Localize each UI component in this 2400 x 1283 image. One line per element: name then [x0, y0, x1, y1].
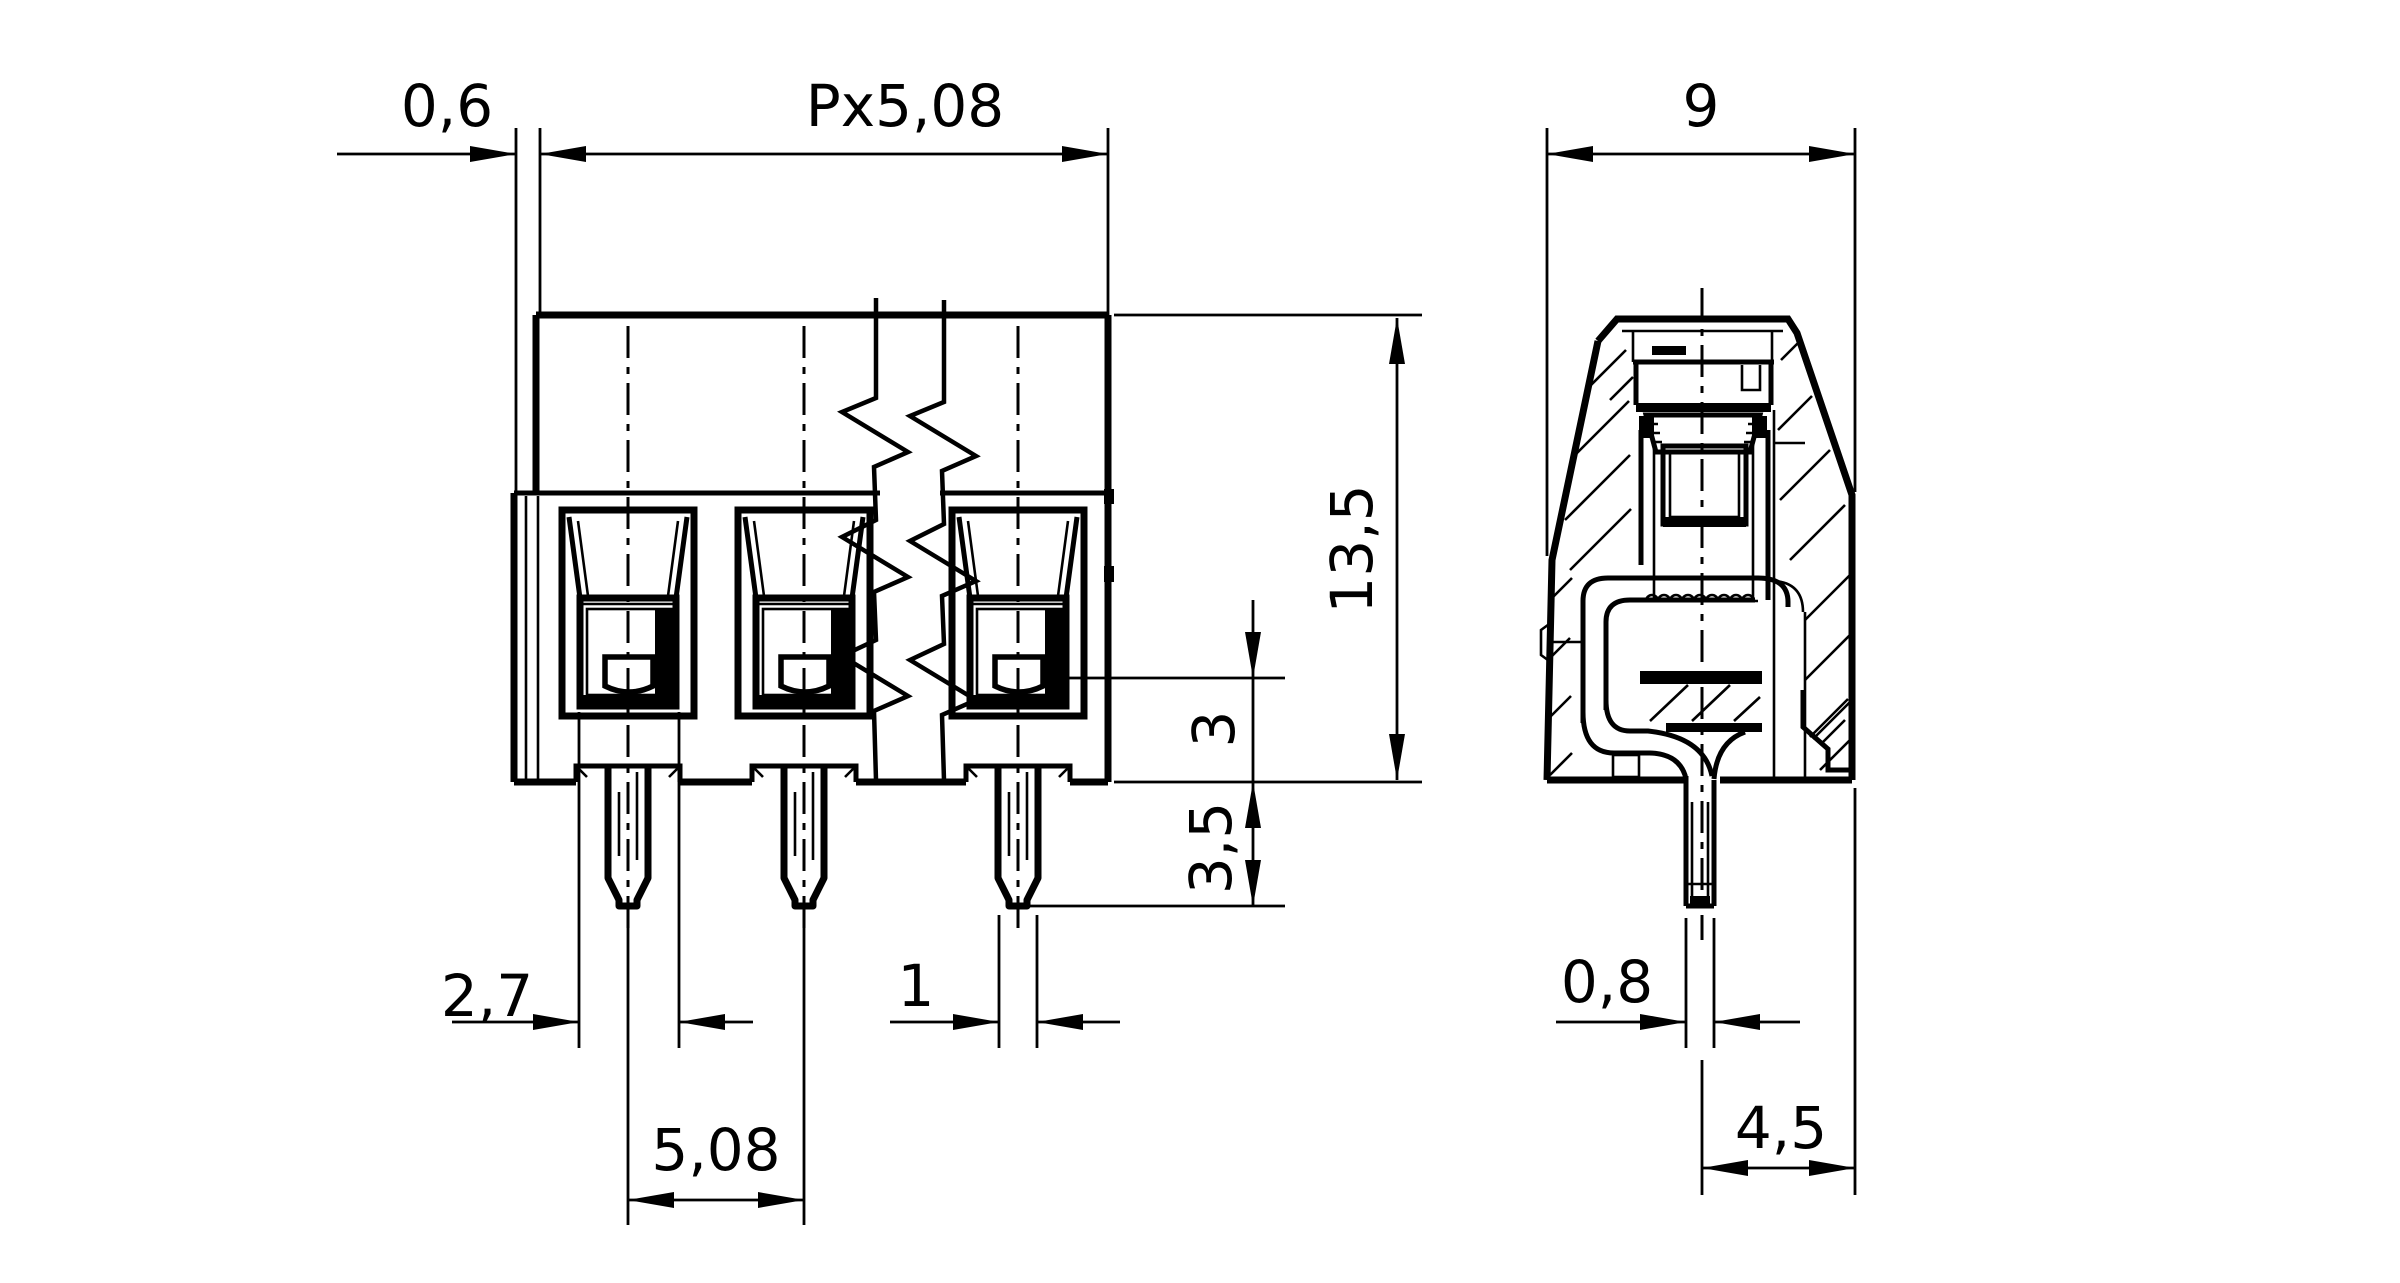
contact-strip: [1580, 575, 1791, 781]
dim-label-height: 13,5: [1318, 484, 1386, 613]
dim-label-pin-width: 1: [898, 952, 935, 1020]
dim-clamp-width: 2,7: [441, 712, 753, 1048]
dim-label-pin-thickness: 0,8: [1561, 948, 1653, 1016]
dim-housing-depth: 9: [1545, 72, 1857, 556]
dim-pin-length: 3,5: [1028, 782, 1285, 908]
section-hatching: [1547, 340, 1851, 776]
dim-pin-pitch: 5,08: [626, 912, 806, 1225]
dim-label-total-pitch: Px5,08: [806, 72, 1004, 140]
solder-pin-side: [1683, 776, 1717, 909]
dim-label-pin-pitch: 5,08: [651, 1116, 780, 1184]
dimensions: 0,6 Px5,08 9 13,5 3: [337, 72, 1857, 1225]
break-line-left: [837, 298, 913, 781]
break-band: [880, 318, 940, 780]
dim-pin-thickness: 0,8: [1556, 918, 1800, 1048]
side-view: [1539, 288, 1856, 940]
front-view: [510, 298, 1114, 936]
dim-pin-width: 1: [890, 915, 1120, 1048]
solder-pins-front: [608, 766, 1038, 906]
dim-housing-edge-offset: 0,6: [337, 72, 542, 493]
side-housing-outline: [1539, 315, 1856, 784]
dim-total-pitch: Px5,08: [540, 72, 1110, 315]
dim-label-clamp-width: 2,7: [441, 962, 533, 1030]
front-housing-outline: [510, 311, 1114, 786]
break-line-right: [905, 300, 981, 781]
dim-label-offset: 0,6: [401, 72, 493, 140]
dim-label-pin-to-edge: 4,5: [1735, 1094, 1827, 1162]
dim-pin-to-edge: 4,5: [1700, 788, 1857, 1195]
dim-label-pin-length: 3,5: [1177, 802, 1245, 894]
wire-entry-funnels: [562, 510, 1084, 716]
dim-label-depth: 9: [1683, 72, 1720, 140]
dim-label-clamp-bottom: 3: [1180, 711, 1248, 748]
dim-housing-height: 13,5: [1114, 313, 1422, 784]
dim-clamp-bottom: 3: [1042, 600, 1285, 906]
